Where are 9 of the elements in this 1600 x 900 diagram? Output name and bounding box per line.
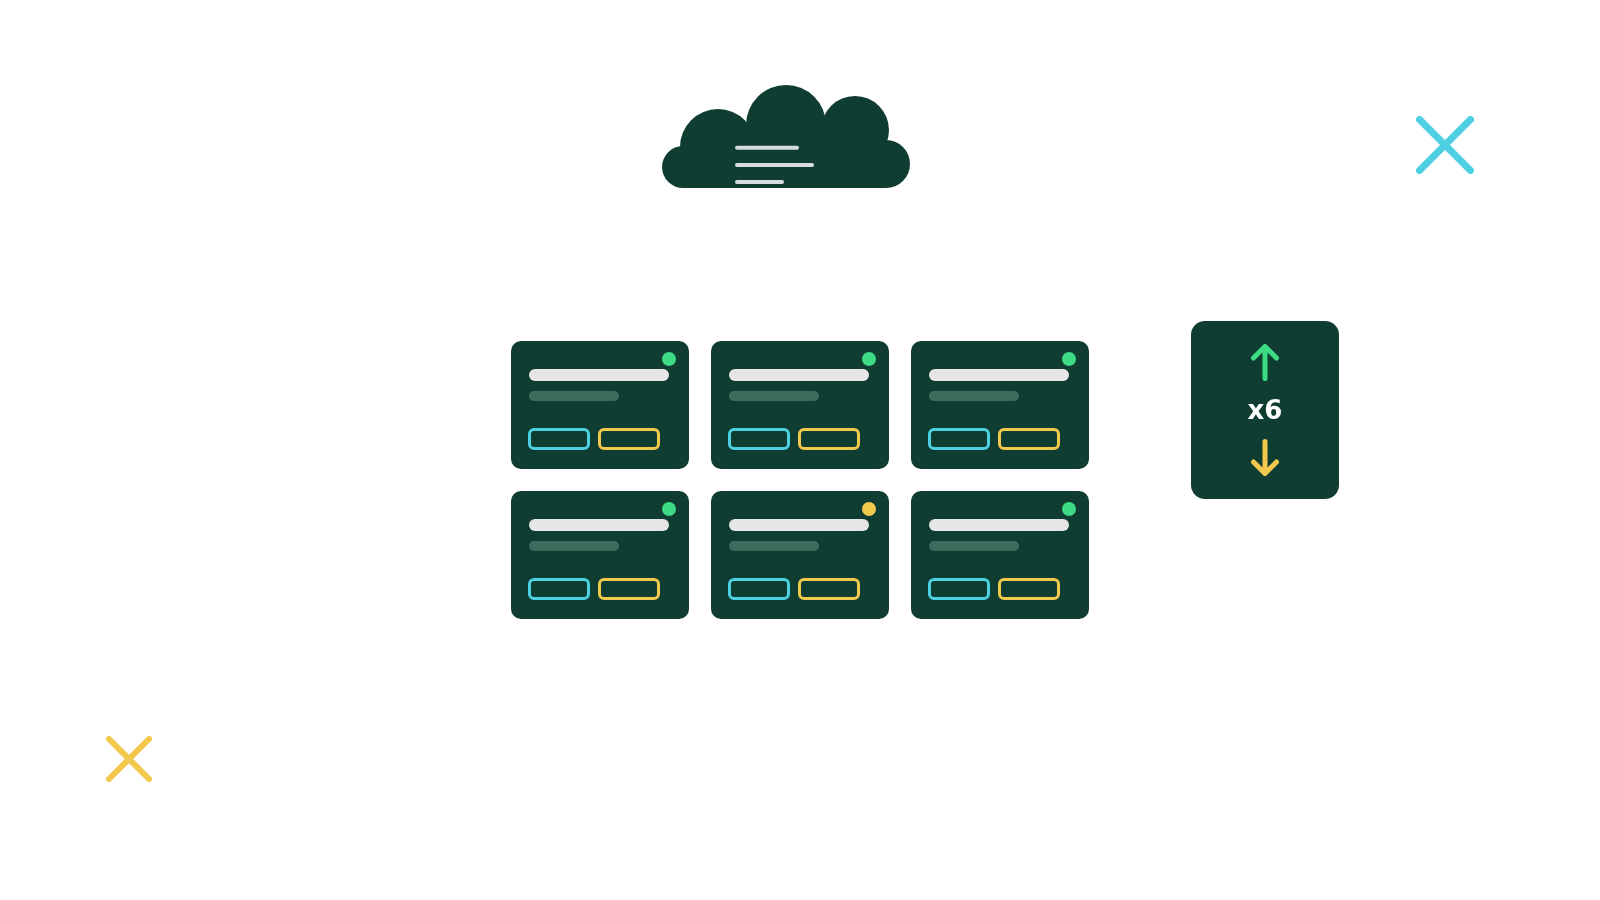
server-card xyxy=(711,341,889,469)
cloud xyxy=(662,85,910,188)
scaling-panel xyxy=(1191,321,1339,499)
server-card xyxy=(711,491,889,619)
server-card xyxy=(911,341,1089,469)
server-card xyxy=(511,341,689,469)
server-card xyxy=(911,491,1089,619)
count-label: x6 xyxy=(1247,395,1283,425)
server-card xyxy=(511,491,689,619)
